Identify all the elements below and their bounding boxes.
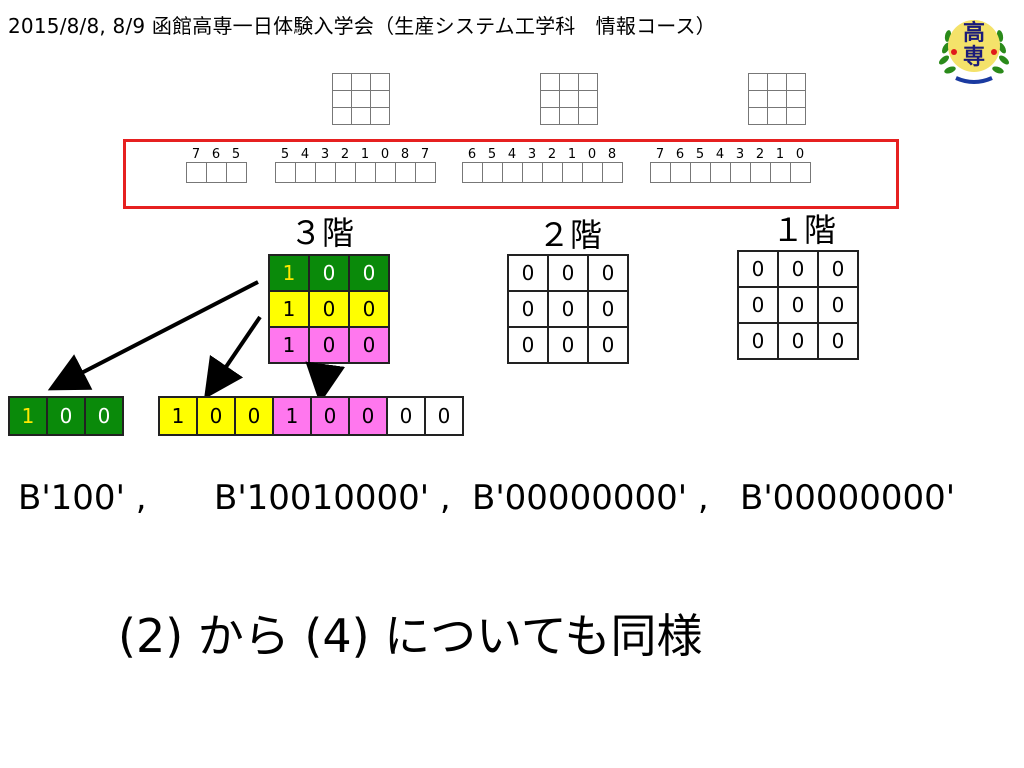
- byte-cell: 0: [426, 398, 462, 434]
- floor-grid-2f: 0 0 0 0 0 0 0 0 0: [507, 254, 629, 364]
- mini-grid-3f: [332, 73, 390, 125]
- byte-row-green: 1 0 0: [8, 396, 124, 436]
- floor-label-3f: ３階: [290, 214, 355, 252]
- register-cells-3: [650, 162, 811, 183]
- footer-note: (2) から (4) についても同様: [118, 609, 703, 663]
- binary-value: B'100' ,: [18, 478, 147, 518]
- svg-text:高: 高: [963, 20, 985, 46]
- register-cells-2: [462, 162, 623, 183]
- grid-cell: 1: [268, 290, 310, 328]
- grid-cell: 1: [268, 326, 310, 364]
- byte-cell: 0: [388, 398, 426, 434]
- byte-cell: 0: [350, 398, 388, 434]
- mini-grid-1f: [748, 73, 806, 125]
- grid-cell: 0: [817, 250, 859, 288]
- byte-row-mixed: 1 0 0 1 0 0 0 0: [158, 396, 464, 436]
- floor-grid-1f: 0 0 0 0 0 0 0 0 0: [737, 250, 859, 360]
- arrow-to-mixed-byte: [203, 315, 262, 400]
- school-emblem-icon: 高 専: [939, 20, 1009, 84]
- arrow-to-green-byte: [47, 280, 259, 391]
- binary-value: B'10010000' ,: [214, 478, 451, 518]
- slide-title: 2015/8/8, 8/9 函館高専一日体験入学会（生産システム工学科 情報コー…: [8, 14, 716, 38]
- grid-cell: 0: [777, 286, 819, 324]
- floor-grid-3f: 1 0 0 1 0 0 1 0 0: [268, 254, 390, 364]
- grid-cell: 1: [268, 254, 310, 292]
- binary-value: B'00000000': [740, 478, 956, 518]
- byte-cell: 0: [48, 398, 86, 434]
- grid-cell: 0: [507, 254, 549, 292]
- grid-cell: 0: [308, 290, 350, 328]
- grid-cell: 0: [308, 254, 350, 292]
- grid-cell: 0: [777, 250, 819, 288]
- grid-cell: 0: [817, 286, 859, 324]
- grid-cell: 0: [308, 326, 350, 364]
- grid-cell: 0: [547, 326, 589, 364]
- register-frame: [123, 139, 899, 209]
- grid-cell: 0: [737, 286, 779, 324]
- register-cells-1: [275, 162, 436, 183]
- byte-cell: 0: [236, 398, 274, 434]
- grid-cell: 0: [348, 290, 390, 328]
- grid-cell: 0: [547, 254, 589, 292]
- grid-cell: 0: [737, 250, 779, 288]
- grid-cell: 0: [587, 290, 629, 328]
- grid-cell: 0: [507, 290, 549, 328]
- byte-cell: 0: [312, 398, 350, 434]
- grid-cell: 0: [348, 254, 390, 292]
- grid-cell: 0: [587, 326, 629, 364]
- grid-cell: 0: [507, 326, 549, 364]
- mini-grid-2f: [540, 73, 598, 125]
- grid-cell: 0: [737, 322, 779, 360]
- svg-text:専: 専: [963, 45, 985, 70]
- floor-label-2f: ２階: [538, 216, 603, 254]
- grid-cell: 0: [348, 326, 390, 364]
- byte-cell: 0: [97, 404, 111, 428]
- grid-cell: 0: [817, 322, 859, 360]
- grid-cell: 0: [547, 290, 589, 328]
- arrow-to-pink-bits: [305, 361, 346, 404]
- register-cells-0: [186, 162, 247, 183]
- grid-cell: 0: [777, 322, 819, 360]
- byte-cell: 0: [198, 398, 236, 434]
- byte-cell: 1: [160, 398, 198, 434]
- binary-value: B'00000000' ,: [472, 478, 709, 518]
- byte-cell: 1: [274, 398, 312, 434]
- byte-cell: 1: [10, 398, 48, 434]
- floor-label-1f: １階: [772, 211, 837, 249]
- grid-cell: 0: [587, 254, 629, 292]
